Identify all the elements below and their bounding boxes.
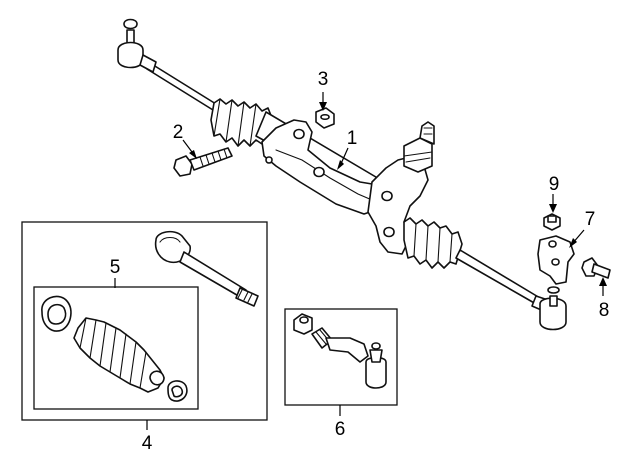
inner-tie-rod-kit-box[interactable] (21, 221, 268, 421)
callout-4-group: 4 (142, 420, 153, 454)
callout-2-group: 2 (173, 122, 197, 159)
bracket-part-7[interactable] (537, 235, 575, 285)
outer-tie-rod-end-box[interactable] (284, 308, 398, 406)
callout-6: 6 (335, 419, 346, 440)
bolt-part-8[interactable] (581, 257, 611, 279)
callout-2: 2 (173, 122, 184, 143)
callout-7-group: 7 (569, 209, 595, 248)
callout-8-group: 8 (599, 277, 610, 321)
callout-1-group: 1 (337, 128, 357, 170)
kit-box-5-frame (33, 286, 199, 410)
nut-part-9[interactable] (543, 213, 561, 231)
callout-7: 7 (585, 209, 596, 230)
callout-5-group: 5 (110, 257, 121, 288)
bolt-part-2[interactable] (173, 147, 233, 177)
callout-3-group: 3 (318, 69, 329, 111)
callout-8: 8 (599, 300, 610, 321)
callout-9-group: 9 (549, 174, 560, 213)
nut-part-3[interactable] (315, 107, 335, 129)
steering-gear-assembly[interactable] (117, 18, 567, 331)
boot-kit-box[interactable] (33, 286, 199, 410)
kit-box-4-frame (21, 221, 268, 421)
callout-6-group: 6 (335, 405, 346, 440)
callout-9: 9 (549, 174, 560, 195)
callout-3: 3 (318, 69, 329, 90)
callout-1: 1 (347, 128, 358, 149)
callout-4: 4 (142, 433, 153, 454)
callout-5: 5 (110, 257, 121, 278)
kit-box-6-frame (284, 308, 398, 406)
